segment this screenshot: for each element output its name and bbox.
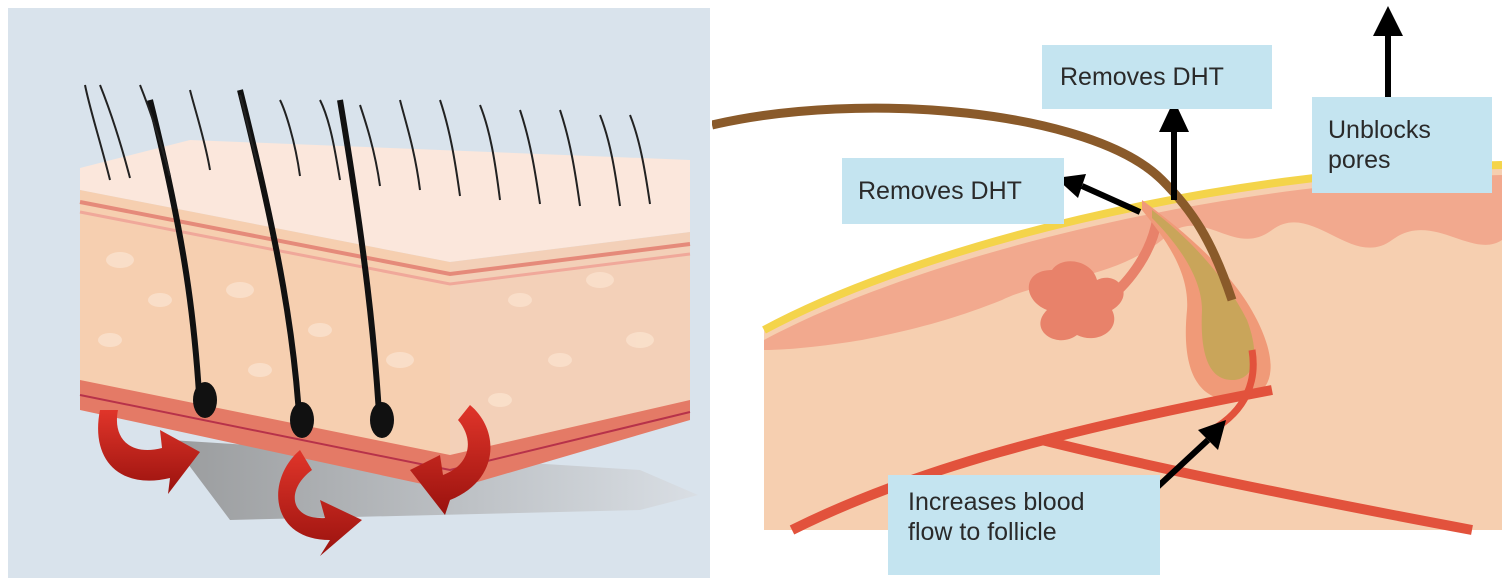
curved-red-arrow-icon xyxy=(98,405,491,556)
blood-layer xyxy=(80,380,690,490)
blood-vessel-line xyxy=(79,394,691,472)
follicle-diagram-panel: Removes DHT Removes DHT Unblocks pores I… xyxy=(712,0,1502,586)
label-removes-dht-top: Removes DHT xyxy=(1042,45,1272,109)
dermis-line-2 xyxy=(79,210,691,286)
skin-cross-section-panel xyxy=(0,0,712,586)
sebaceous-gland xyxy=(1028,261,1124,341)
blood-vessel-lower xyxy=(1040,435,1473,535)
follicle-illustration xyxy=(712,6,1502,535)
blood-vessel-upper xyxy=(789,385,1273,535)
label-increases-blood-flow: Increases blood flow to follicle xyxy=(888,475,1160,575)
skin-top-surface xyxy=(80,140,690,262)
follicle-inner xyxy=(1152,210,1255,380)
epidermis-layer xyxy=(764,175,1502,350)
skin-cross-section-illustration xyxy=(8,8,710,578)
gland-duct xyxy=(1103,219,1162,304)
hair-shaft xyxy=(712,103,1237,302)
label-removes-dht-left: Removes DHT xyxy=(842,158,1064,224)
label-unblocks-pores: Unblocks pores xyxy=(1312,97,1492,193)
fat-cells xyxy=(98,252,654,407)
surface-hairs xyxy=(84,84,651,207)
black-arrow-icon xyxy=(1056,6,1403,495)
dermis-line xyxy=(79,200,691,277)
hair-bulbs xyxy=(193,382,394,438)
